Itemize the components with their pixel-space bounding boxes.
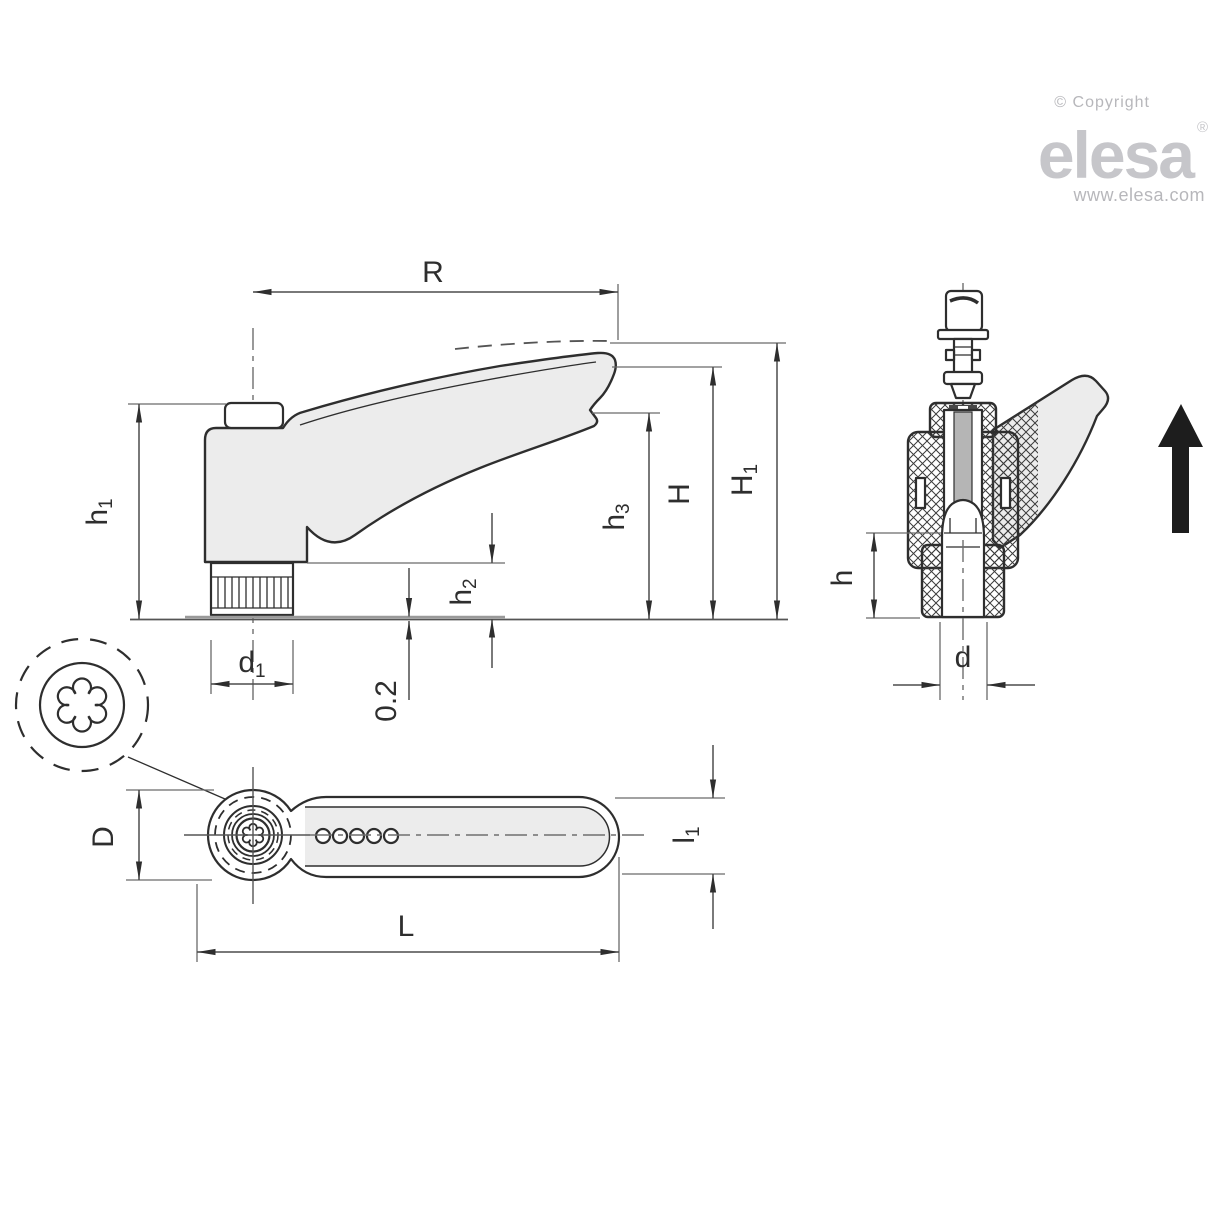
dim-L: L — [196, 857, 620, 962]
label-D: D — [87, 826, 120, 848]
grip-dimples — [314, 827, 400, 845]
label-L: L — [398, 910, 415, 943]
section-view: h d — [826, 283, 1203, 700]
label-H: H — [663, 483, 696, 505]
dim-h: h — [826, 532, 941, 619]
label-h3: h3 — [598, 503, 634, 530]
detail-leader-line — [127, 756, 226, 800]
label-R: R — [422, 256, 444, 289]
dim-H1: H1 — [610, 342, 786, 619]
phantom-position-line — [454, 339, 613, 350]
torx-detail-circle — [14, 637, 226, 800]
side-view: R h1 d1 h2 0.2 — [81, 256, 788, 722]
dim-clearance: 0.2 — [370, 568, 413, 722]
dim-d: d — [893, 622, 1035, 700]
knurled-bushing — [209, 561, 295, 617]
dim-l1: l1 — [615, 745, 725, 929]
dim-D: D — [87, 789, 214, 881]
dim-H: H — [612, 366, 722, 619]
mounting-direction-arrow-icon — [1158, 404, 1203, 533]
copyright-text: © Copyright — [1054, 94, 1150, 111]
label-l1: l1 — [668, 826, 704, 843]
dim-h2: h2 — [307, 513, 505, 668]
arm-highlight-line — [299, 361, 597, 426]
screw-head-mark — [949, 296, 980, 305]
screw-head-detail — [38, 661, 126, 749]
knurl-lines — [217, 577, 289, 608]
dim-R: R — [253, 256, 619, 340]
dim-h1: h1 — [81, 403, 226, 619]
detail-boundary-circle — [14, 637, 150, 773]
dim-h3: h3 — [592, 412, 660, 619]
label-h1: h1 — [81, 498, 117, 525]
handle-face — [305, 807, 610, 866]
label-d: d — [955, 641, 972, 674]
hub-section-body — [906, 401, 1020, 700]
label-d1: d1 — [238, 646, 265, 682]
elesa-url: www.elesa.com — [1072, 185, 1205, 205]
label-h2: h2 — [445, 578, 481, 605]
bottom-view: D L l1 — [14, 637, 725, 962]
elesa-logo: elesa — [1038, 118, 1196, 192]
dim-d1: d1 — [210, 640, 294, 694]
hub-top-button — [223, 401, 285, 430]
branding: © Copyright elesa ® www.elesa.com — [1038, 94, 1208, 205]
lever-body-side — [203, 351, 617, 564]
registered-mark-icon: ® — [1197, 119, 1208, 136]
torx-recess-icon — [56, 677, 108, 733]
label-clearance: 0.2 — [370, 680, 403, 722]
screw — [936, 289, 990, 400]
label-h: h — [826, 570, 859, 587]
label-H1: H1 — [726, 464, 762, 496]
